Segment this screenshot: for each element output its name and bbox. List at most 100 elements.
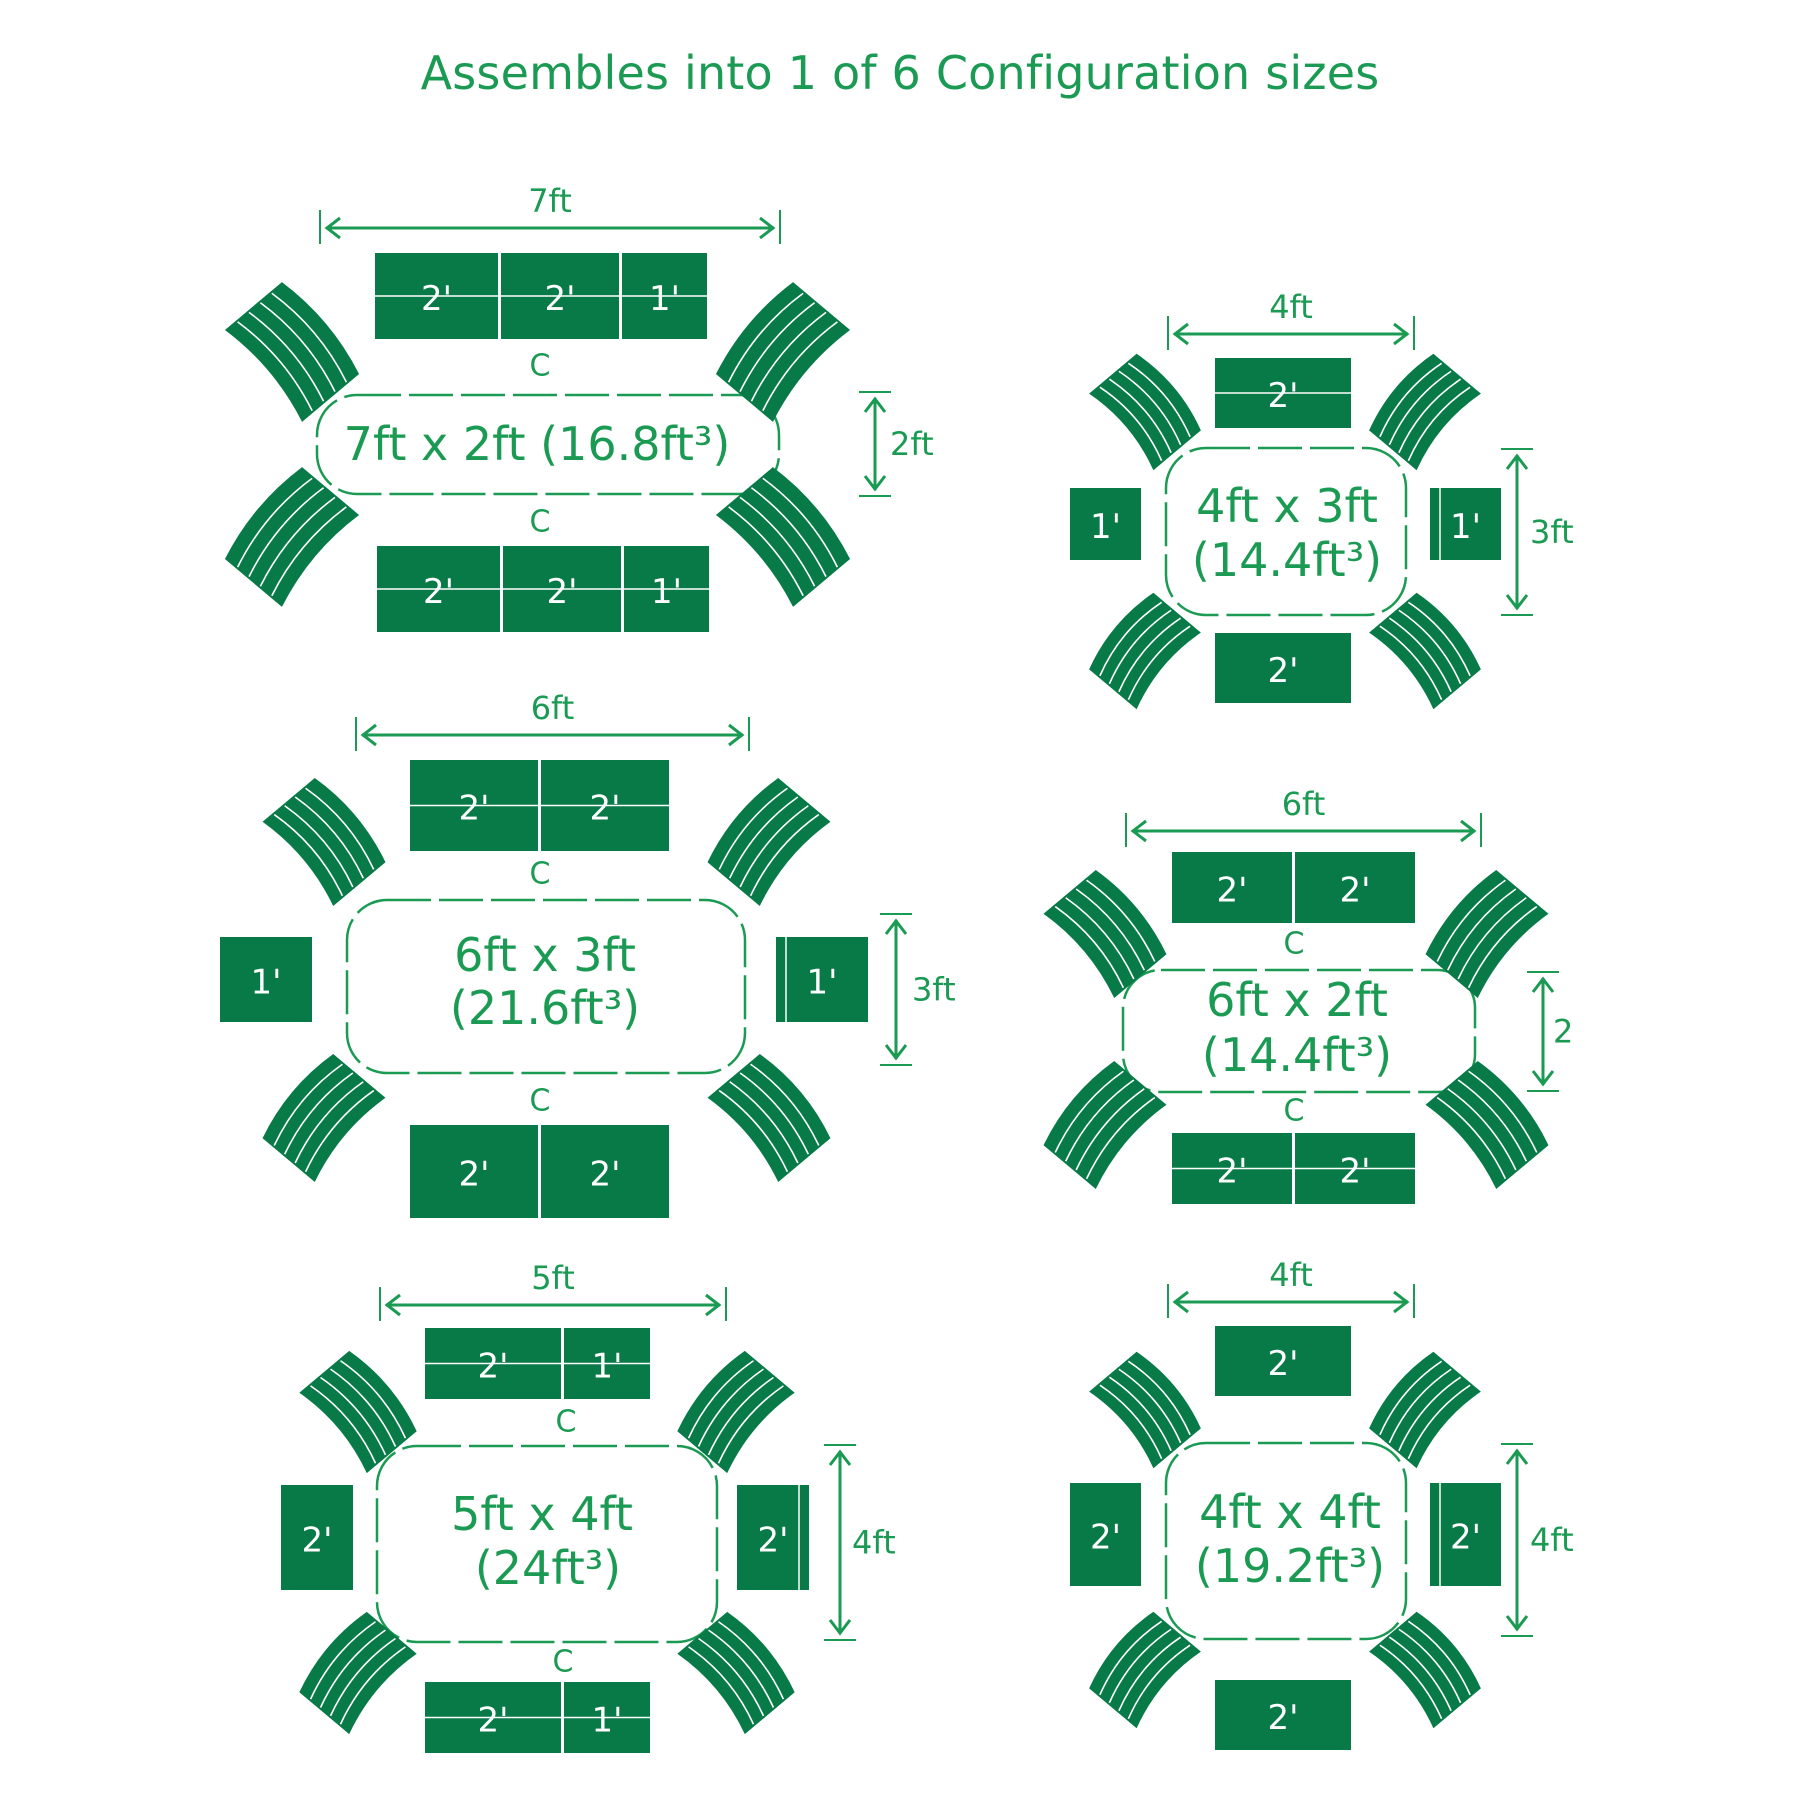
piece-label: 1' bbox=[1090, 507, 1121, 547]
chair-slat bbox=[283, 1072, 354, 1155]
dim-arrow bbox=[863, 396, 887, 413]
chair-slat bbox=[1379, 1644, 1443, 1720]
corner-label: C bbox=[530, 505, 551, 540]
chair-fill bbox=[677, 1611, 795, 1735]
chair-fill bbox=[262, 777, 386, 907]
chair-slat bbox=[1398, 378, 1462, 454]
chair-slat bbox=[1064, 1079, 1135, 1162]
chair-slat bbox=[1379, 1360, 1443, 1436]
chair-slat bbox=[1468, 1070, 1538, 1153]
top-piece: 1' bbox=[564, 1328, 650, 1399]
height-dimension: 3ft bbox=[1501, 448, 1574, 616]
chair-slat bbox=[310, 1385, 377, 1464]
height-label: 3ft bbox=[1530, 513, 1574, 551]
corner-chair bbox=[1369, 592, 1481, 710]
corner-chair bbox=[262, 777, 386, 907]
top-piece: 2' bbox=[410, 760, 538, 851]
chair-fill bbox=[1089, 592, 1201, 710]
chair-slat bbox=[329, 1637, 396, 1717]
bottom-piece: 2' bbox=[503, 546, 621, 632]
dim-arrow bbox=[1172, 322, 1189, 346]
cushion-fill bbox=[1070, 1483, 1141, 1586]
corner-chair bbox=[1043, 869, 1167, 999]
left-piece: 1' bbox=[220, 937, 312, 1022]
chair-slat bbox=[1099, 1620, 1163, 1696]
cushion-fill bbox=[541, 1125, 669, 1218]
height-dimension: 3ft bbox=[880, 913, 956, 1066]
piece-label: 2' bbox=[423, 572, 454, 612]
dim-arrow bbox=[1505, 1615, 1529, 1632]
bottom-piece: 2' bbox=[377, 546, 500, 632]
chair-slat bbox=[688, 1646, 755, 1725]
left-piece: 1' bbox=[1070, 488, 1141, 560]
width-label: 6ft bbox=[531, 689, 575, 727]
dim-arrow bbox=[884, 1044, 908, 1061]
chair-slat bbox=[718, 1621, 785, 1700]
piece-label: 2' bbox=[590, 1155, 621, 1195]
chair-slat bbox=[1407, 601, 1471, 677]
piece-label: 1' bbox=[592, 1701, 623, 1741]
chair-slat bbox=[319, 1629, 386, 1708]
dim-arrow bbox=[384, 1293, 401, 1317]
cushion-fill bbox=[1215, 1326, 1351, 1396]
chair-slat bbox=[1127, 625, 1191, 701]
dim-arrow bbox=[1460, 819, 1477, 843]
left-piece: 2' bbox=[281, 1485, 353, 1590]
config-size-label: 4ft x 4ft bbox=[1199, 1485, 1381, 1539]
table-outline bbox=[375, 1444, 719, 1644]
corner-chair bbox=[1425, 1060, 1549, 1190]
chair-slat bbox=[271, 292, 348, 383]
chair-slat bbox=[1075, 1088, 1145, 1171]
top-piece: 2' bbox=[1215, 1326, 1351, 1396]
chair-slat bbox=[309, 1621, 376, 1700]
table-outline bbox=[1121, 968, 1477, 1094]
height-label: 4ft bbox=[852, 1524, 896, 1562]
chair-slat bbox=[1388, 1368, 1452, 1444]
chair-slat bbox=[707, 1376, 774, 1456]
chair-slat bbox=[1379, 362, 1443, 438]
chair-slat bbox=[739, 302, 816, 393]
chair-slat bbox=[259, 496, 336, 587]
chair-slat bbox=[1099, 386, 1163, 462]
chair-slat bbox=[1108, 1376, 1172, 1452]
chair-slat bbox=[1054, 905, 1125, 989]
top-piece: 2' bbox=[1172, 852, 1292, 923]
chair-slat bbox=[1118, 617, 1182, 693]
cushion-fill bbox=[1215, 1680, 1351, 1750]
chair-slat bbox=[1127, 1644, 1191, 1720]
chair-slat bbox=[728, 506, 804, 597]
piece-label: 2' bbox=[421, 279, 452, 319]
chair-slat bbox=[1108, 378, 1172, 454]
piece-label: 1' bbox=[649, 279, 680, 319]
chair-slat bbox=[718, 1089, 789, 1173]
chair-slat bbox=[1398, 1628, 1462, 1704]
chair-fill bbox=[1089, 1611, 1201, 1729]
chair-slat bbox=[320, 1376, 387, 1456]
chair-slat bbox=[1446, 888, 1517, 971]
piece-label: 2' bbox=[758, 1521, 789, 1561]
width-label: 5ft bbox=[531, 1259, 575, 1297]
chair-slat bbox=[271, 506, 347, 597]
chair-slat bbox=[248, 311, 325, 402]
dim-arrow bbox=[324, 216, 341, 240]
chair-slat bbox=[717, 1385, 784, 1464]
table-outline bbox=[315, 393, 781, 496]
height-label: 3ft bbox=[912, 971, 956, 1009]
dim-arrow bbox=[1130, 819, 1147, 843]
dim-arrow bbox=[1531, 1070, 1555, 1087]
piece-label: 2' bbox=[302, 1521, 333, 1561]
page-title: Assembles into 1 of 6 Configuration size… bbox=[420, 46, 1380, 100]
dim-arrow bbox=[1505, 1448, 1529, 1465]
dim-arrow bbox=[1393, 1290, 1410, 1314]
right-piece: 1' bbox=[1430, 488, 1501, 560]
chair-slat bbox=[1065, 897, 1135, 980]
width-dimension: 4ft bbox=[1167, 288, 1415, 350]
chair-slat bbox=[259, 302, 336, 393]
table-outline bbox=[1164, 446, 1408, 617]
chair-slat bbox=[1436, 1096, 1507, 1180]
height-dimension: 4ft bbox=[824, 1444, 896, 1641]
